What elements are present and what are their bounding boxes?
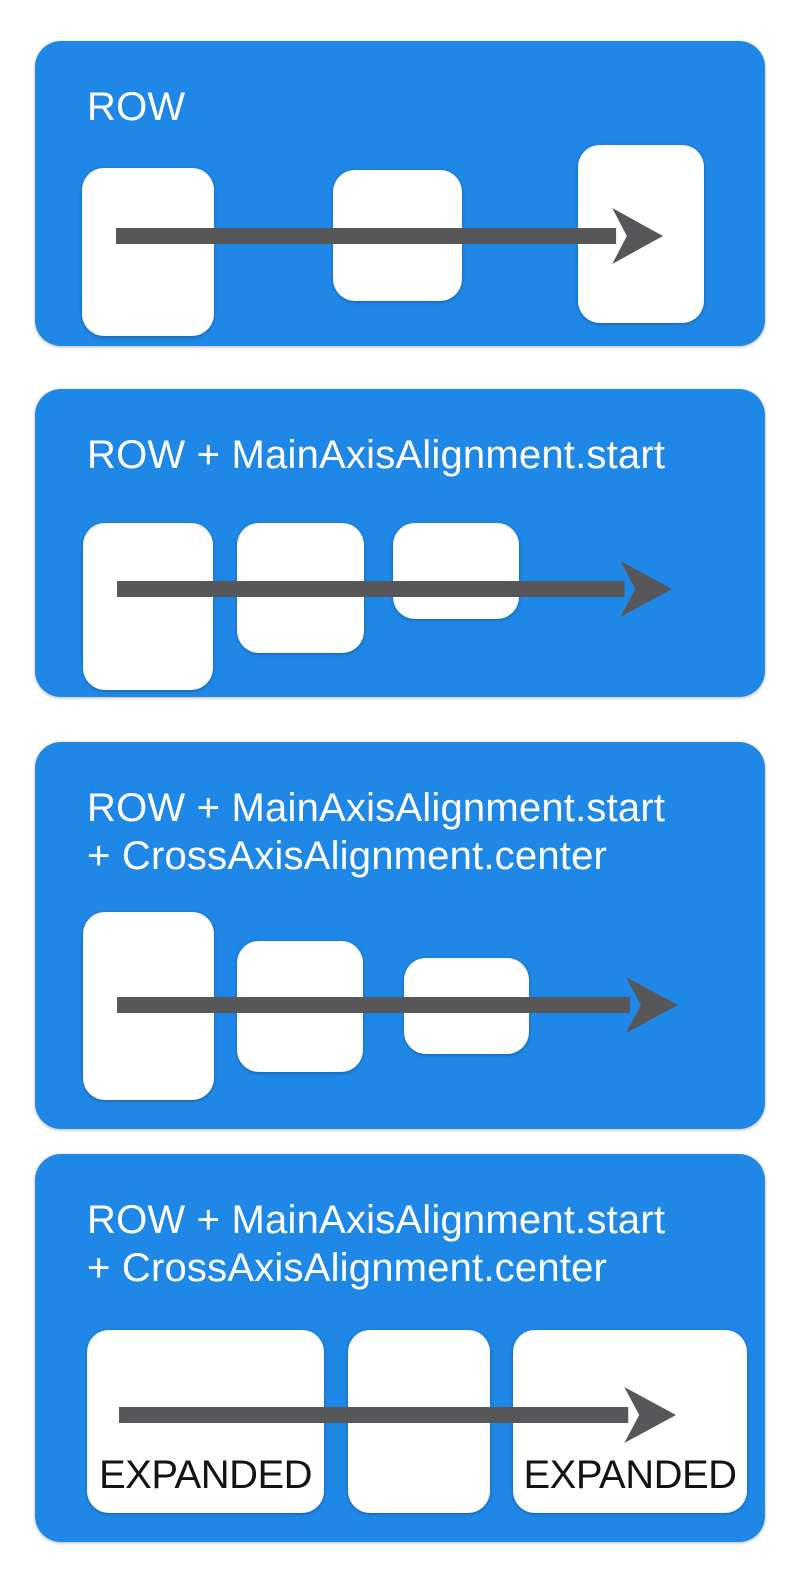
panel-title: ROW + MainAxisAlignment.start + CrossAxi… — [87, 1196, 665, 1292]
main-axis-arrow-icon — [117, 977, 678, 1033]
panel-title-line: ROW + MainAxisAlignment.start — [87, 433, 666, 477]
child-box — [393, 523, 519, 619]
panel-row-expanded: ROW + MainAxisAlignment.start + CrossAxi… — [35, 1154, 765, 1542]
panel-title-line: ROW + MainAxisAlignment.start — [87, 1198, 666, 1242]
panel-title: ROW + MainAxisAlignment.start + CrossAxi… — [87, 784, 665, 880]
main-axis-arrow-icon — [119, 1387, 676, 1443]
panel-title: ROW — [87, 83, 185, 131]
panel-row-main-axis-start: ROW + MainAxisAlignment.start — [35, 389, 765, 697]
child-box — [82, 168, 214, 336]
panel-title-line: + CrossAxisAlignment.center — [87, 834, 608, 878]
panel-row: ROW — [35, 41, 765, 346]
main-axis-arrow-icon — [117, 561, 672, 617]
panel-row-main-start-cross-center: ROW + MainAxisAlignment.start + CrossAxi… — [35, 742, 765, 1129]
main-axis-arrow-icon — [116, 208, 663, 264]
panel-title-line: ROW — [87, 85, 186, 129]
box-label: EXPANDED — [523, 1453, 737, 1497]
box-label: EXPANDED — [98, 1453, 313, 1497]
panel-title: ROW + MainAxisAlignment.start — [87, 431, 665, 479]
child-box — [83, 523, 213, 690]
panel-title-line: + CrossAxisAlignment.center — [87, 1246, 608, 1290]
panel-title-line: ROW + MainAxisAlignment.start — [87, 786, 666, 830]
